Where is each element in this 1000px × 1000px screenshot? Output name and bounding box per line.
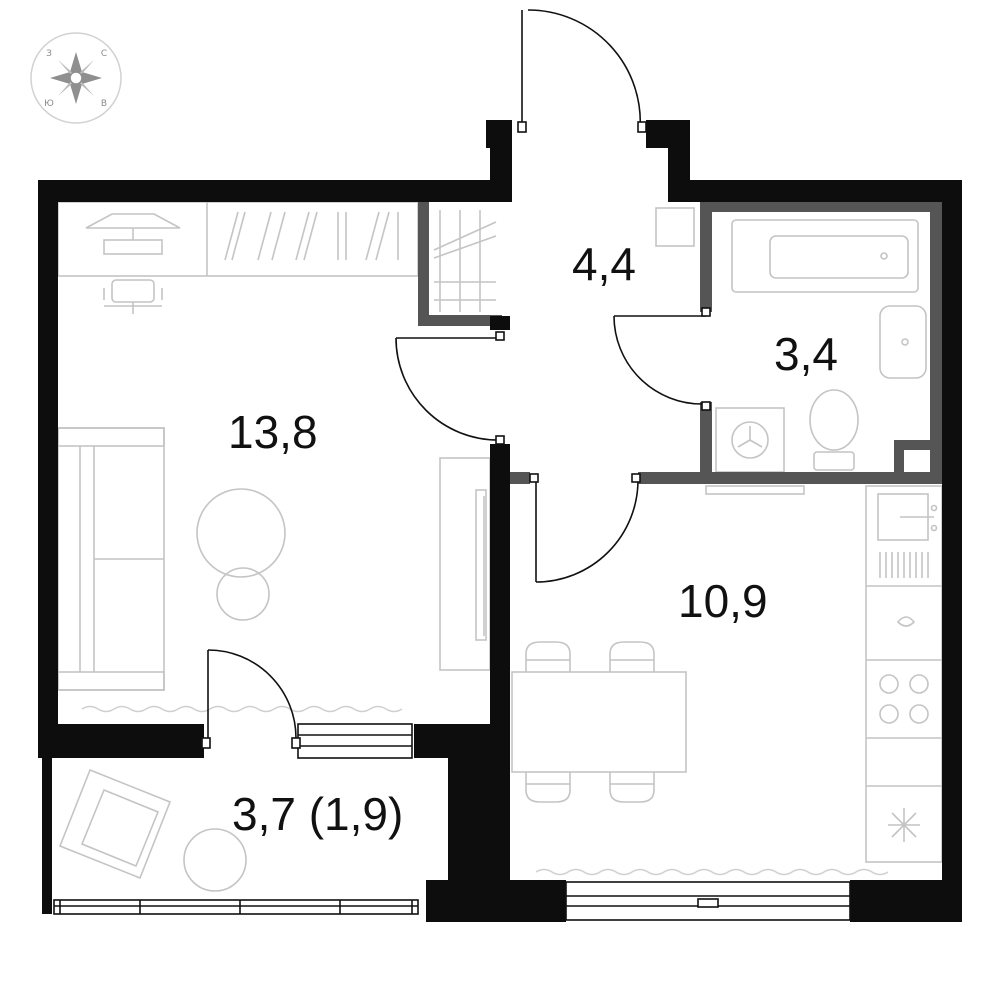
kitchen-area: 10,9 <box>678 575 768 627</box>
window-balcony <box>53 899 419 915</box>
kitchen-door <box>529 473 641 583</box>
living-door <box>395 331 505 445</box>
partition-walls <box>418 200 942 484</box>
kitchen-curtain <box>535 868 889 876</box>
sink-icon <box>879 305 927 379</box>
compass-north-label: С <box>101 49 107 59</box>
bathroom-door <box>613 307 711 411</box>
balcony-table-icon <box>183 828 247 892</box>
living-storage-row <box>57 201 419 277</box>
hall-area: 4,4 <box>572 238 636 290</box>
toilet-icon <box>809 389 859 471</box>
hall-cabinet-icon <box>655 207 695 247</box>
living-curtain <box>81 705 403 713</box>
washing-machine-icon <box>715 407 785 473</box>
compass-west-label: З <box>46 49 52 59</box>
compass-east-label: В <box>101 99 107 109</box>
bathtub-icon <box>731 219 919 293</box>
dining-table-icon <box>511 641 687 803</box>
desk-lamp-icon <box>85 213 181 255</box>
exterior-walls <box>38 120 962 922</box>
window-living <box>297 723 413 759</box>
entrance-door <box>517 9 647 133</box>
kitchen-counter <box>865 485 943 863</box>
faucet-icon <box>896 616 916 627</box>
desk-chair-icon <box>103 279 163 314</box>
stove-icon <box>879 674 929 724</box>
balcony-area: 3,7 (1,9) <box>232 788 403 840</box>
fridge-icon <box>888 808 920 842</box>
kitchen-sink-icon <box>877 493 938 578</box>
sofa-icon <box>57 427 165 691</box>
armchair-icon <box>58 768 172 880</box>
compass-icon: С В Ю З <box>30 32 122 124</box>
balcony-door <box>201 649 301 749</box>
kitchen-shelf-icon <box>705 485 805 495</box>
window-kitchen <box>565 881 851 921</box>
hall-wardrobe <box>433 210 497 312</box>
round-table-icon <box>196 488 286 578</box>
tv-unit-icon <box>439 457 491 671</box>
living-room-area: 13,8 <box>228 406 318 458</box>
stool-icon <box>216 567 270 621</box>
compass-south-label: Ю <box>44 99 54 109</box>
bathroom-area: 3,4 <box>774 328 838 380</box>
